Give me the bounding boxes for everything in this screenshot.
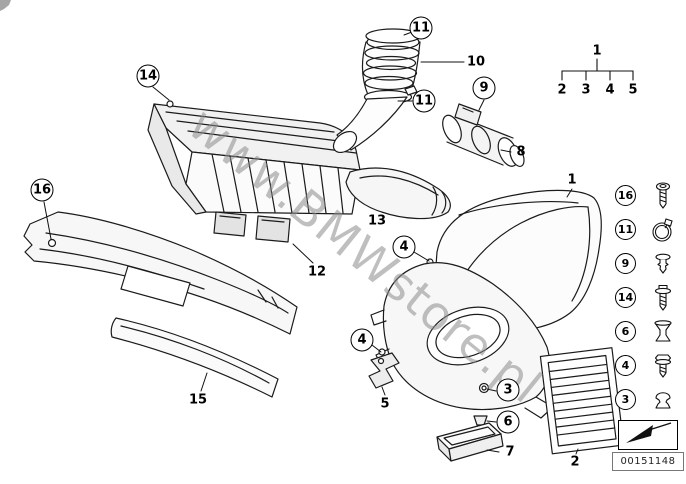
cowl-panel xyxy=(23,211,298,335)
drip-tray xyxy=(436,422,504,462)
callout-15[interactable]: 15 xyxy=(188,392,208,408)
callout-16[interactable]: 16 xyxy=(30,178,54,202)
legend-label-16[interactable]: 16 xyxy=(615,185,636,206)
legend-item-6[interactable]: 6 xyxy=(615,317,683,346)
legend-item-3[interactable]: 3 xyxy=(615,385,683,414)
callout-8[interactable]: 8 xyxy=(516,144,526,160)
expansion-rivet-icon xyxy=(642,252,683,276)
legend-label-4[interactable]: 4 xyxy=(615,355,636,376)
hierarchy-child-4[interactable]: 4 xyxy=(605,82,615,98)
torx-screw-icon xyxy=(642,181,683,210)
rubber-mount-icon xyxy=(642,319,683,344)
legend-item-9[interactable]: 9 xyxy=(615,249,683,278)
hierarchy-lines xyxy=(561,58,634,81)
intake-boot xyxy=(332,23,427,154)
direction-arrow-icon xyxy=(622,420,674,450)
legend-item-14[interactable]: 14 xyxy=(615,283,683,312)
grommet-icon xyxy=(642,389,683,411)
sealing-strip xyxy=(110,317,279,398)
callout-2[interactable]: 2 xyxy=(570,454,580,470)
hose-clamp-icon xyxy=(642,216,683,243)
filter-element xyxy=(539,347,625,455)
legend-label-9[interactable]: 9 xyxy=(615,253,636,274)
legend-item-11[interactable]: 11 xyxy=(615,215,683,244)
corner-artifact xyxy=(0,0,11,11)
callout-11-top[interactable]: 11 xyxy=(409,16,433,40)
legend-label-3[interactable]: 3 xyxy=(615,389,636,410)
hex-screw-icon xyxy=(642,353,683,379)
callout-11-bottom[interactable]: 11 xyxy=(412,89,436,113)
callout-5[interactable]: 5 xyxy=(380,396,390,412)
callout-10[interactable]: 10 xyxy=(466,54,486,70)
callout-9[interactable]: 9 xyxy=(472,76,496,100)
direction-arrow-box xyxy=(618,420,678,450)
intake-duct xyxy=(345,167,451,220)
diagram-number: 00151148 xyxy=(612,452,684,471)
callout-4-upper[interactable]: 4 xyxy=(392,235,416,259)
legend-item-16[interactable]: 16 xyxy=(615,181,683,210)
legend-label-6[interactable]: 6 xyxy=(615,321,636,342)
hierarchy-child-5[interactable]: 5 xyxy=(628,82,638,98)
legend-label-14[interactable]: 14 xyxy=(615,287,636,308)
air-filter-housing-upper xyxy=(147,100,361,243)
legend-label-11[interactable]: 11 xyxy=(615,219,636,240)
hierarchy-child-2[interactable]: 2 xyxy=(557,82,567,98)
fastener-legend: 16 11 9 xyxy=(615,181,683,414)
hierarchy-root-1[interactable]: 1 xyxy=(592,43,602,59)
callout-13[interactable]: 13 xyxy=(367,213,387,229)
hierarchy-child-3[interactable]: 3 xyxy=(581,82,591,98)
callout-7[interactable]: 7 xyxy=(505,444,515,460)
callout-6[interactable]: 6 xyxy=(496,410,520,434)
mounting-bracket xyxy=(368,352,400,389)
air-filter-housing-lower xyxy=(370,262,554,426)
callout-12[interactable]: 12 xyxy=(307,264,327,280)
callout-1[interactable]: 1 xyxy=(567,172,577,188)
pan-screw-icon xyxy=(642,284,683,312)
maf-clip xyxy=(454,103,482,126)
callout-4-lower[interactable]: 4 xyxy=(350,328,374,352)
legend-item-4[interactable]: 4 xyxy=(615,351,683,380)
callout-14[interactable]: 14 xyxy=(136,64,160,88)
maf-sensor xyxy=(442,103,525,167)
leader-lines xyxy=(43,31,579,455)
callout-3[interactable]: 3 xyxy=(496,378,520,402)
